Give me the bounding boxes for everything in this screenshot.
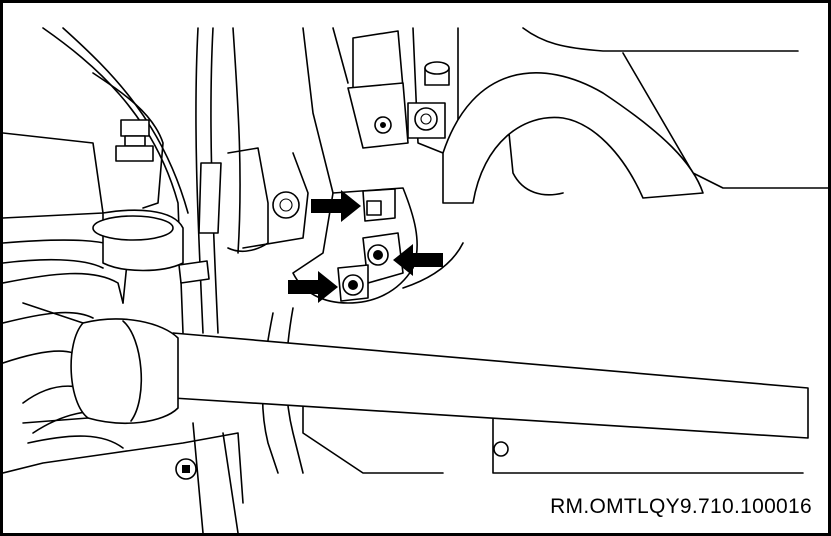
mounting-bracket: [227, 147, 309, 253]
fuel-line-clamp-illustration: [3, 27, 828, 533]
top-mount-bolt: [115, 119, 154, 162]
spring-assembly: [3, 209, 184, 434]
arrow-right-clamp: [393, 244, 443, 276]
stabilizer-bar: [22, 302, 809, 439]
arrow-lower-clamp: [288, 271, 338, 303]
upper-bushings: [407, 61, 450, 139]
arrow-upper-clamp: [311, 190, 361, 222]
callout-arrows: [288, 190, 443, 303]
lower-floor-panel: [3, 422, 509, 533]
fuel-filler-hose: [402, 72, 704, 289]
body-panel-left: [3, 27, 189, 334]
reference-code: RM.OMTLQY9.710.100016: [550, 495, 812, 518]
brake-lines: [178, 27, 241, 334]
fuel-hose-clamp-area: [261, 187, 418, 474]
